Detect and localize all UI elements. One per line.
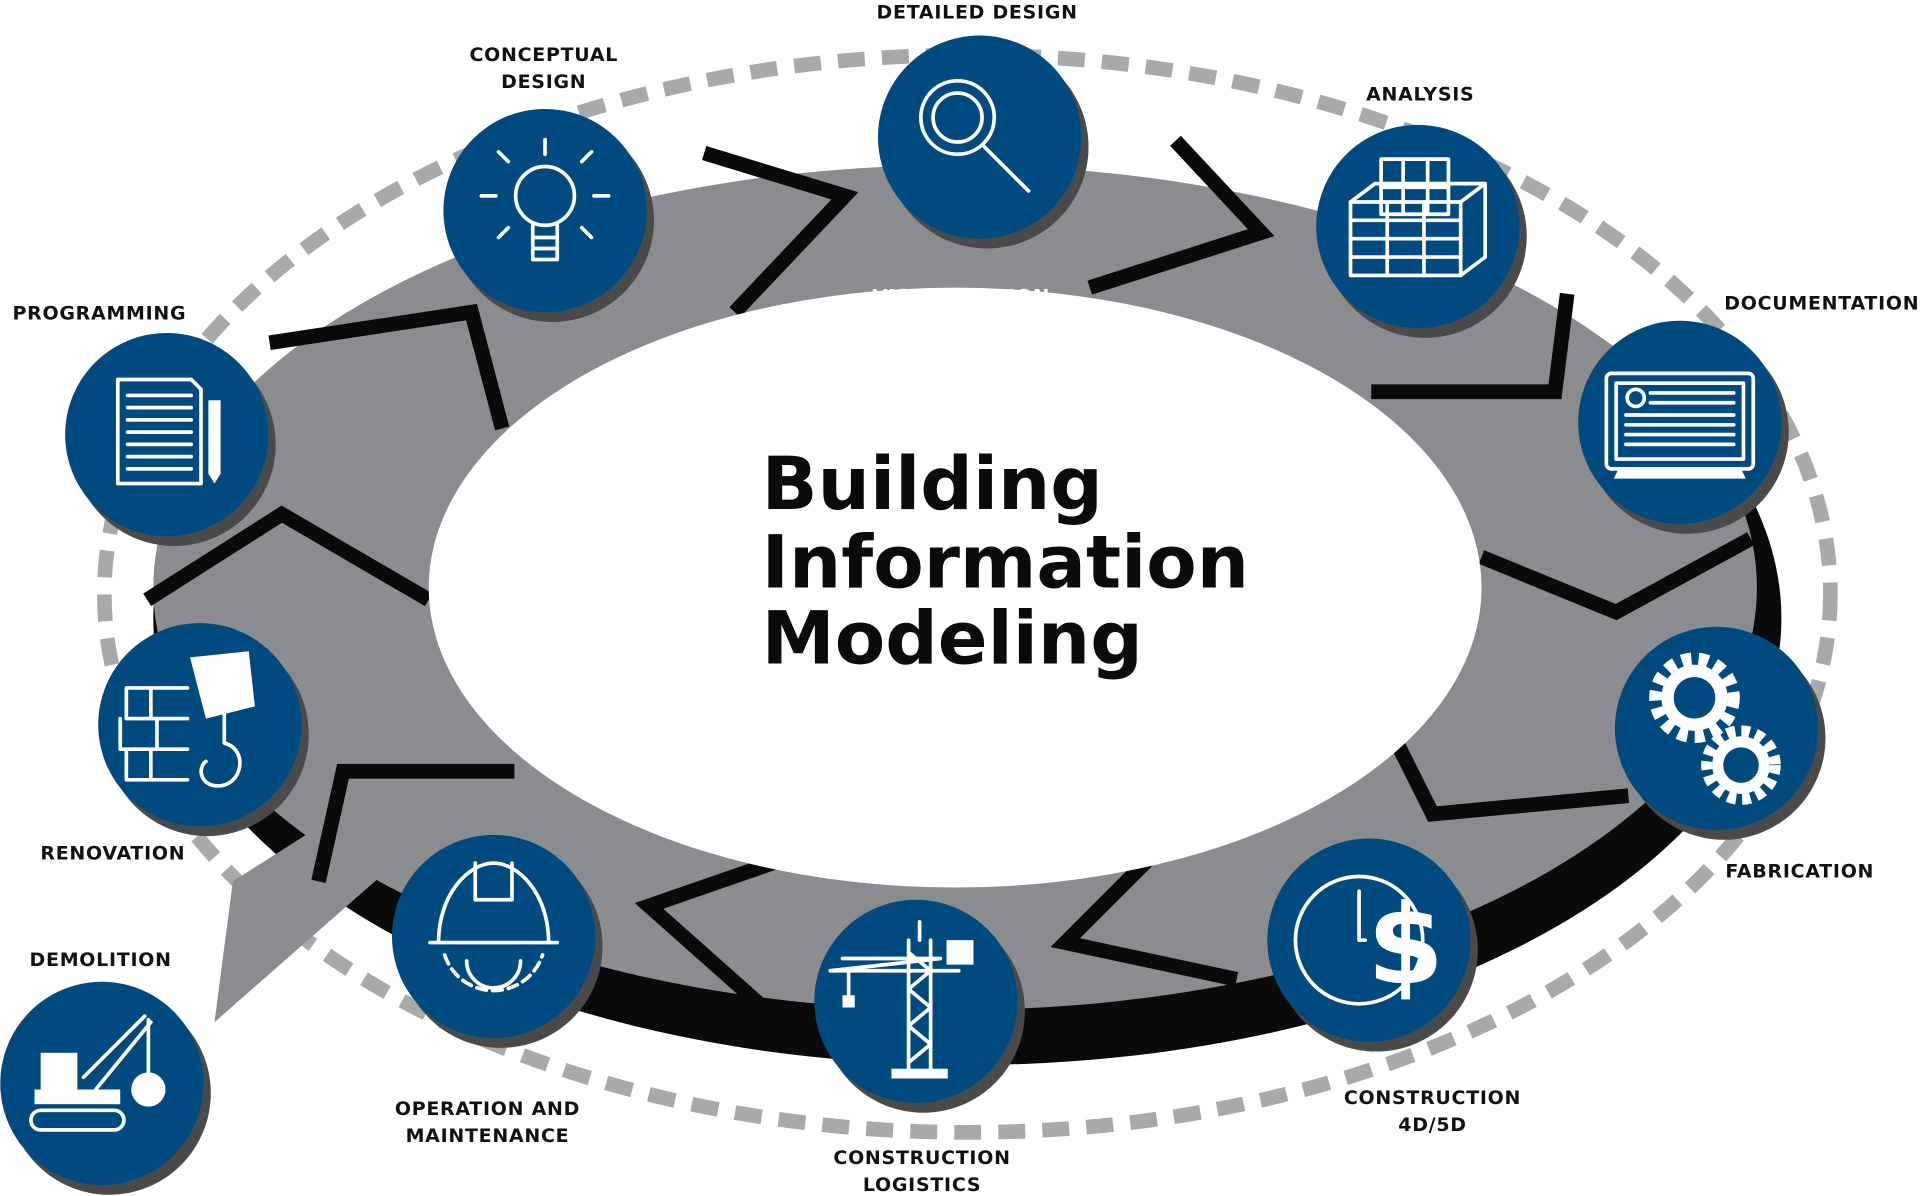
label-demolition: DEMOLITION	[30, 949, 172, 971]
structure-grid-icon	[1348, 157, 1487, 278]
tower-crane-icon	[828, 919, 974, 1079]
title-line-3: Modeling	[762, 596, 1143, 681]
hardhat-gear-icon	[428, 861, 560, 993]
magnifier-icon	[918, 78, 1031, 193]
label-operation-1: OPERATION AND	[395, 1098, 580, 1120]
stage-operation-maintenance[interactable]	[391, 834, 603, 1048]
label-operation-2: MAINTENANCE	[406, 1125, 570, 1147]
label-logistics-1: CONSTRUCTION	[833, 1147, 1010, 1169]
stage-analysis[interactable]	[1316, 124, 1527, 338]
document-pencil-icon	[115, 377, 221, 486]
svg-text:$: $	[1367, 881, 1444, 1009]
stage-construction-logistics[interactable]	[814, 899, 1025, 1113]
arrow-chevrons	[143, 135, 1755, 1010]
visualization-label: VISUALIZATION	[872, 286, 1050, 309]
stage-renovation[interactable]	[98, 623, 309, 837]
title: Building Information Modeling	[762, 442, 1249, 681]
label-construction-1: CONSTRUCTION	[1344, 1087, 1521, 1109]
label-logistics-2: LOGISTICS	[863, 1174, 981, 1196]
stage-programming[interactable]	[65, 332, 276, 546]
gears-icon	[1649, 652, 1781, 805]
label-detailed: DETAILED DESIGN	[877, 1, 1078, 23]
monitor-document-icon	[1604, 371, 1756, 479]
label-renovation: RENOVATION	[40, 842, 185, 864]
label-conceptual-2: DESIGN	[501, 71, 586, 93]
stage-documentation[interactable]	[1578, 320, 1789, 534]
label-conceptual-1: CONCEPTUAL	[469, 44, 618, 66]
title-line-1: Building	[762, 442, 1103, 527]
stage-demolition[interactable]	[0, 981, 211, 1195]
stage-construction-4d-5d[interactable]: $	[1267, 838, 1478, 1052]
label-analysis: ANALYSIS	[1366, 83, 1474, 105]
bricks-hook-icon	[118, 651, 255, 788]
label-programming: PROGRAMMING	[13, 303, 187, 325]
stage-detailed-design[interactable]	[877, 35, 1089, 249]
clock-dollar-icon: $	[1293, 874, 1444, 1009]
lightbulb-icon	[479, 137, 611, 262]
stage-conceptual-design[interactable]	[443, 108, 654, 322]
label-documentation: DOCUMENTATION	[1724, 293, 1919, 315]
label-construction-2: 4D/5D	[1398, 1114, 1466, 1136]
title-line-2: Information	[762, 521, 1249, 606]
dashed-outer-ring	[96, 47, 1838, 1140]
stage-fabrication[interactable]	[1614, 626, 1826, 840]
center-ellipse	[428, 287, 1482, 888]
wrecking-crane-icon	[29, 1014, 166, 1132]
label-fabrication: FABRICATION	[1725, 861, 1874, 883]
